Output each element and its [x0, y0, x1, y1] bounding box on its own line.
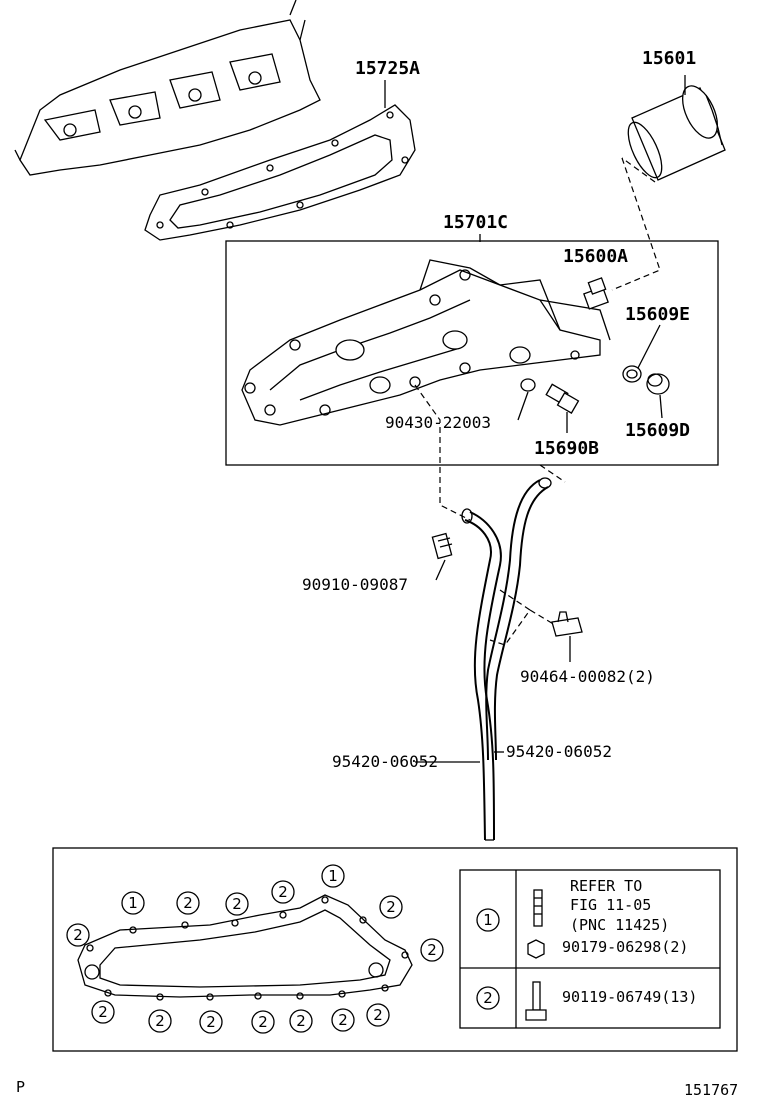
svg-text:1: 1	[128, 894, 138, 912]
figure-id: 151767	[684, 1081, 738, 1099]
svg-text:2: 2	[155, 1012, 165, 1030]
svg-text:1: 1	[328, 867, 338, 885]
o-ring-15609e-illustration	[622, 365, 642, 383]
union-15600a-illustration	[583, 277, 609, 310]
bolt-part-number: 90119-06749(13)	[562, 988, 697, 1006]
svg-text:2: 2	[296, 1012, 306, 1030]
nut-icon	[527, 939, 545, 959]
nut-part-number: 90179-06298(2)	[562, 938, 688, 956]
svg-text:2: 2	[206, 1013, 216, 1031]
callout-2	[331, 1008, 355, 1032]
label-15600a: 15600A	[563, 246, 628, 267]
callout-1	[121, 891, 145, 915]
callout-markers: 1 2 2 2 1 2 2 2 2 2 2 2 2 2 2	[66, 864, 444, 1034]
bolt-icon	[525, 981, 547, 1021]
hose-illustration	[461, 477, 552, 841]
svg-text:2: 2	[183, 894, 193, 912]
callout-1	[321, 864, 345, 888]
svg-text:2: 2	[73, 926, 83, 944]
label-15609d: 15609D	[625, 420, 690, 441]
callout-2	[271, 880, 295, 904]
callout-2	[176, 891, 200, 915]
legend-key-1	[476, 908, 500, 932]
label-15725a: 15725A	[355, 58, 420, 79]
refer-line-1: REFER TO	[570, 877, 642, 895]
engine-block-illustration	[14, 0, 321, 176]
svg-text:2: 2	[98, 1003, 108, 1021]
callout-2	[379, 895, 403, 919]
gasket-90430-illustration	[520, 378, 536, 392]
svg-text:2: 2	[386, 898, 396, 916]
label-90464-00082: 90464-00082(2)	[520, 667, 655, 686]
refer-line-2: FIG 11-05	[570, 896, 651, 914]
label-90910-09087: 90910-09087	[302, 575, 408, 594]
detail-gasket-illustration	[77, 894, 413, 1001]
clamp-90464-illustration	[551, 611, 583, 637]
label-15701c: 15701C	[443, 212, 508, 233]
oil-cooler-illustration	[241, 259, 611, 426]
gasket-15725a-illustration	[144, 80, 416, 241]
label-15609e: 15609E	[625, 304, 690, 325]
callout-2	[199, 1010, 223, 1034]
svg-text:1: 1	[483, 911, 493, 929]
stud-90910-illustration	[431, 532, 453, 560]
callout-2	[420, 938, 444, 962]
label-90430-22003: 90430-22003	[385, 413, 491, 432]
callout-2	[148, 1009, 172, 1033]
svg-text:2: 2	[258, 1013, 268, 1031]
label-15601: 15601	[642, 48, 696, 69]
cooler-assembly-frame	[225, 240, 719, 466]
legend-key-2	[476, 986, 500, 1010]
footer-mark: P	[16, 1078, 25, 1096]
svg-text:2: 2	[278, 883, 288, 901]
switch-15690b-illustration	[545, 383, 580, 414]
callout-2	[225, 892, 249, 916]
fastener-legend-table: 1 2 REFER TO FIG 11-05 (PNC 11425) 90179…	[459, 869, 721, 1029]
oil-filter-15601-illustration	[627, 75, 726, 181]
svg-text:2: 2	[232, 895, 242, 913]
callout-2	[366, 1003, 390, 1027]
svg-text:2: 2	[338, 1011, 348, 1029]
callout-2	[289, 1009, 313, 1033]
label-95420-06052-right: 95420-06052	[506, 742, 612, 761]
label-15690b: 15690B	[534, 438, 599, 459]
stud-bolt-icon	[533, 889, 543, 927]
callout-2	[251, 1010, 275, 1034]
svg-text:2: 2	[373, 1006, 383, 1024]
callout-2	[91, 1000, 115, 1024]
detail-frame	[52, 847, 738, 1052]
callout-2	[66, 923, 90, 947]
refer-line-3: (PNC 11425)	[570, 916, 669, 934]
svg-text:2: 2	[427, 941, 437, 959]
label-95420-06052-left: 95420-06052	[332, 752, 438, 771]
svg-text:2: 2	[483, 989, 493, 1007]
